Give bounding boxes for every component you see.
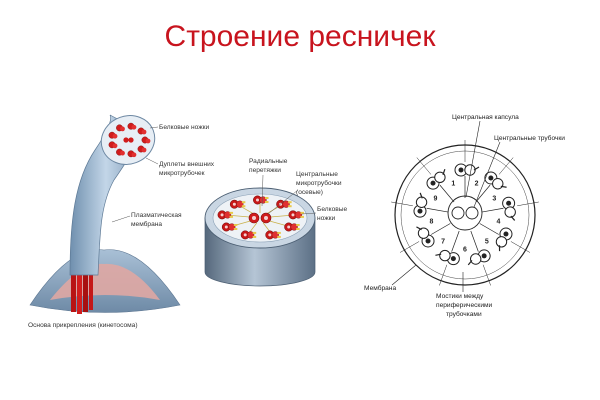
doublet-number: 4 [496, 218, 500, 225]
peripheral-doublet [481, 196, 539, 221]
doublet [262, 222, 281, 240]
label-plasma-membrane-1: Плазматическая [131, 212, 182, 219]
label-bridges-2: периферическими [436, 302, 493, 309]
label-outer-doublets-2: микротрубочек [159, 169, 205, 177]
doublet [108, 141, 118, 149]
basal-body-rods [71, 270, 93, 314]
doublet [229, 199, 255, 215]
central-tubule-right [465, 206, 479, 220]
label-central-mt-3: (осевые) [296, 189, 323, 196]
doublet-numbers: 1 2 3 4 5 6 7 8 9 [430, 181, 501, 254]
label-outer-doublets-1: Дуплеты внешних [159, 161, 215, 168]
peripheral-doublet [435, 230, 460, 286]
label-central-mt-1: Центральные [296, 171, 338, 178]
left-labels: Белковые ножки Дуплеты внешних микротруб… [28, 124, 215, 329]
doublet [141, 136, 151, 144]
label-bridges-3: трубочками [446, 310, 482, 318]
doublet-number: 7 [441, 239, 445, 246]
cilium-3d-illustration [29, 114, 181, 314]
label-plasma-membrane-2: мембрана [131, 220, 162, 228]
label-radial-spokes-2: перетяжки [249, 167, 281, 174]
label-central-capsule: Центральная капсула [452, 114, 519, 121]
label-protein-arms-middle-2: ножки [317, 215, 336, 222]
doublet [127, 150, 137, 158]
doublet-number: 9 [434, 196, 438, 203]
central-tubule-left [451, 206, 465, 220]
doublet-number: 2 [475, 181, 479, 188]
label-protein-arms: Белковые ножки [159, 124, 210, 131]
label-central-mt-2: микротрубочки [296, 179, 342, 187]
doublet-number: 8 [430, 218, 434, 225]
doublet [217, 210, 252, 220]
right-labels: Центральная капсула Центральные трубочки… [364, 114, 565, 318]
doublet [267, 220, 300, 232]
peripheral-doublet [467, 230, 491, 286]
doublet-number: 5 [485, 239, 489, 246]
central-pair-left [123, 137, 134, 143]
label-bridges-1: Мостики между [436, 293, 484, 300]
peripheral-doublet [416, 157, 455, 203]
doublet-number: 1 [451, 181, 455, 188]
middle-labels: Радиальные перетяжки Центральные микротр… [249, 158, 347, 222]
doublet [127, 122, 137, 130]
peripheral-doublet [391, 192, 449, 218]
doublet [253, 195, 269, 213]
doublet [108, 131, 118, 139]
peripheral-doublet [479, 223, 531, 253]
peripheral-doublet [475, 157, 514, 203]
label-protein-arms-middle-1: Белковые [317, 206, 347, 213]
doublet [268, 210, 304, 220]
doublet [221, 220, 253, 232]
doublet [116, 148, 125, 156]
page-title: Строение ресничек [164, 20, 436, 53]
doublet-number: 6 [463, 246, 467, 253]
outer-doublets-left [108, 122, 151, 158]
doublet [137, 127, 147, 135]
peripheral-doublet [454, 140, 480, 198]
label-radial-spokes-1: Радиальные [249, 158, 288, 165]
peripheral-doublet [399, 223, 451, 253]
axoneme-schematic: 1 2 3 4 5 6 7 8 9 [391, 140, 539, 286]
doublet-number: 3 [492, 195, 496, 202]
doublet [116, 124, 125, 132]
axoneme-cylinder-illustration [204, 187, 316, 287]
peripheral-doublets [391, 140, 539, 286]
doublet [240, 222, 258, 240]
label-membrane: Мембрана [364, 284, 396, 292]
central-microtubules [248, 212, 272, 224]
label-central-tubules: Центральные трубочки [494, 134, 565, 142]
doublet [137, 145, 147, 153]
outer-doublets-middle [217, 195, 304, 240]
label-basal-body: Основа прикрепления (кинетосома) [28, 322, 138, 329]
